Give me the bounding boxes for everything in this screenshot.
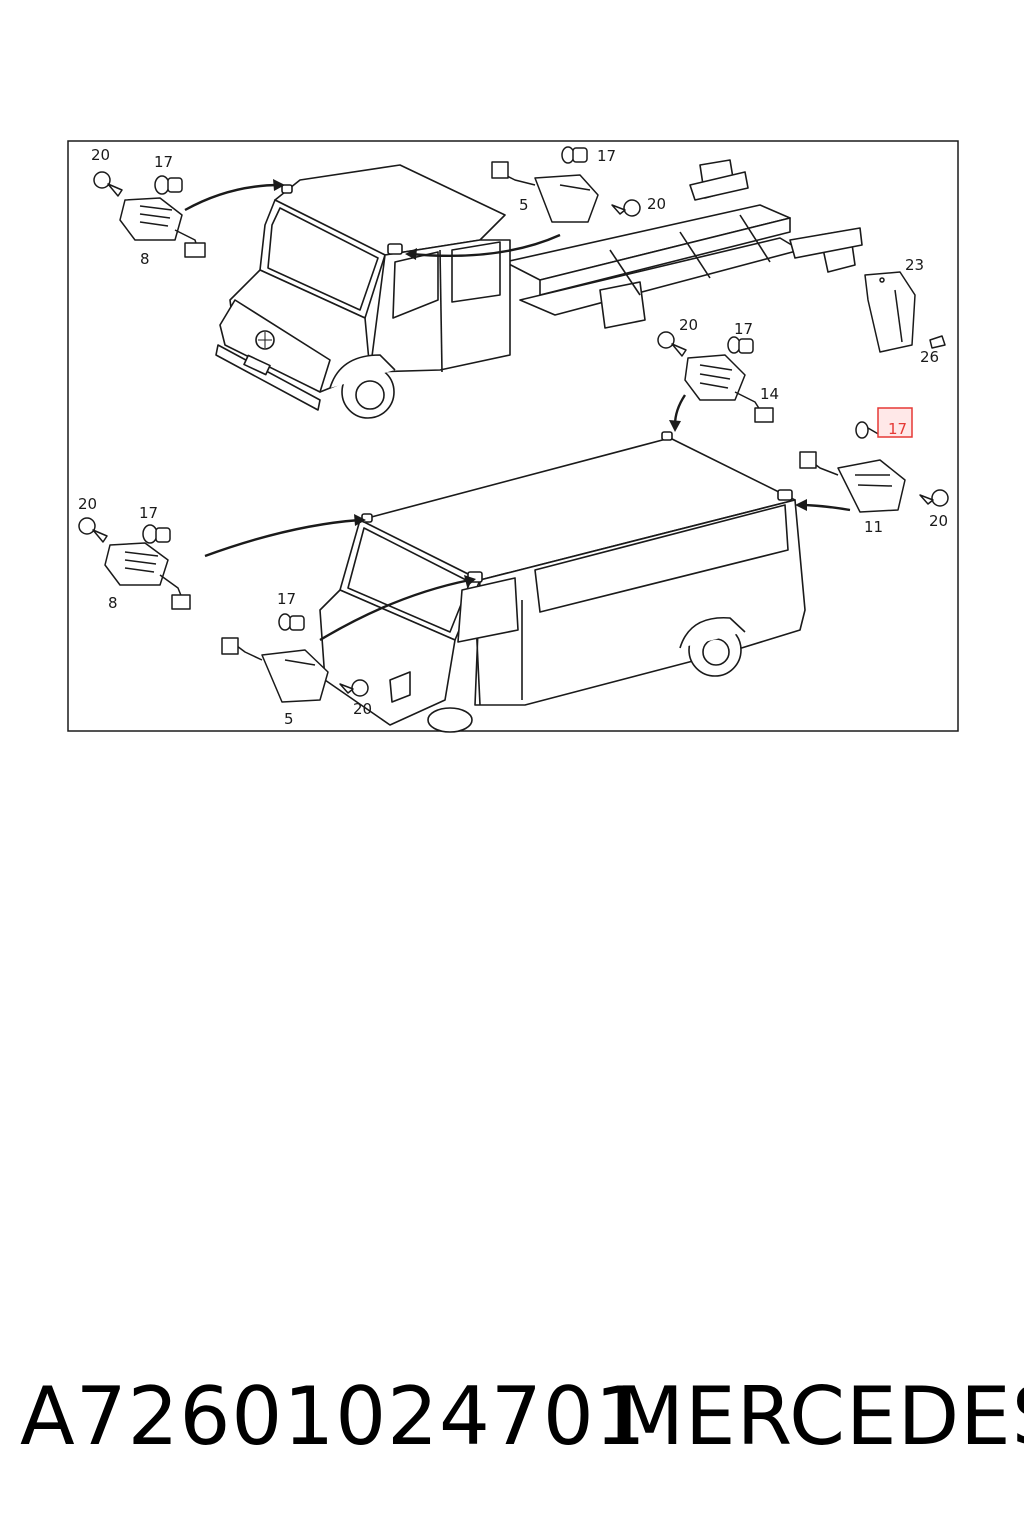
brand-name: MERCEDES: [615, 1370, 1024, 1463]
marker-lamp-11: [799, 451, 906, 513]
callout-label: 20: [929, 512, 948, 530]
bulb-17-e: [278, 613, 305, 631]
screw-20-a: [93, 171, 123, 197]
callout-label: 11: [864, 518, 883, 536]
part-number: A72601024701: [20, 1370, 647, 1463]
bulb-17-highlighted: [855, 421, 881, 439]
marker-lamp-5-top: [491, 161, 599, 223]
bracket-23: [864, 271, 916, 353]
parts-diagram: 20 17 8 17 5 20 23 26 20 17 14 17 11 20 …: [67, 140, 959, 733]
callout-highlight-box: [877, 407, 913, 438]
callout-label: 8: [140, 250, 150, 268]
screw-20-e: [78, 517, 108, 543]
bulb-17-b: [561, 146, 588, 164]
callout-label: 5: [519, 196, 529, 214]
bulb-17-c: [727, 336, 754, 354]
callout-label: 20: [78, 495, 97, 513]
screw-20-d: [919, 489, 949, 507]
callout-label-highlighted: 17: [888, 420, 907, 438]
callout-label: 26: [920, 348, 939, 366]
screw-26: [929, 335, 946, 349]
marker-lamp-8-top: [119, 197, 206, 258]
bulb-17-a: [154, 175, 183, 195]
marker-lamp-8-bottom: [104, 542, 191, 610]
screw-20-c: [657, 331, 687, 357]
callout-label: 17: [734, 320, 753, 338]
long-wheelbase-van: [319, 431, 806, 733]
callout-label: 20: [353, 700, 372, 718]
arrows: [184, 183, 851, 642]
marker-lamp-14: [684, 354, 774, 423]
callout-label: 8: [108, 594, 118, 612]
callout-label: 17: [154, 153, 173, 171]
arrow-heads: [273, 179, 807, 587]
callout-label: 23: [905, 256, 924, 274]
marker-lamp-5-bottom: [221, 637, 329, 703]
crew-cab-chassis-truck: [215, 159, 863, 419]
callout-label: 20: [91, 146, 110, 164]
callout-label: 5: [284, 710, 294, 728]
screw-20-b: [611, 199, 641, 217]
callout-label: 14: [760, 385, 779, 403]
screw-20-f: [339, 679, 369, 697]
diagram-frame: [67, 140, 959, 732]
callout-label: 17: [597, 147, 616, 165]
lamp-parts: [78, 146, 949, 703]
bulb-17-d: [142, 524, 171, 544]
callout-label: 17: [139, 504, 158, 522]
callout-label: 17: [277, 590, 296, 608]
callout-label: 20: [647, 195, 666, 213]
callout-label: 20: [679, 316, 698, 334]
callout-labels: 20 17 8 17 5 20 23 26 20 17 14 17 11 20 …: [78, 146, 948, 728]
